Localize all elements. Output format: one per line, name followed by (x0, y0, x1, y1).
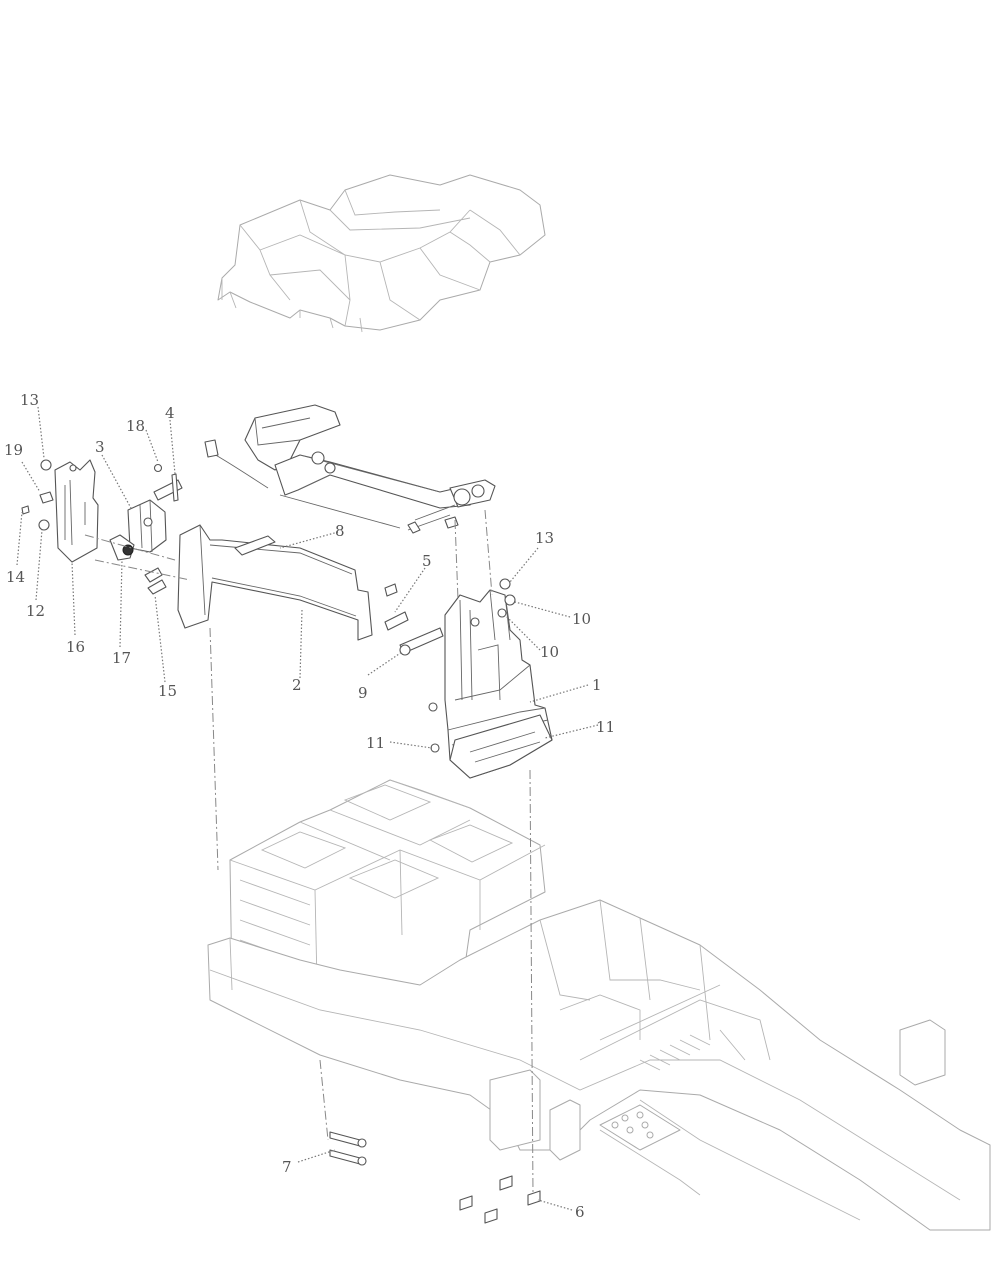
hardware-pins (384, 583, 444, 656)
pedal-linkage-assembly (204, 404, 496, 534)
callout-9: 9 (358, 684, 368, 702)
callout-11a: 11 (366, 734, 385, 752)
callout-7: 7 (282, 1158, 292, 1176)
callout-15: 15 (158, 682, 177, 700)
callout-13b: 13 (535, 529, 554, 547)
callout-labels: 1 2 3 4 5 6 7 8 9 10 10 11 11 12 13 13 1… (4, 391, 615, 1221)
body-panel (217, 174, 546, 333)
seat-support-arm (177, 524, 373, 641)
callout-14: 14 (6, 568, 25, 586)
callout-10a: 10 (572, 610, 591, 628)
assembly-lines (84, 509, 534, 1196)
callout-11b: 11 (596, 718, 615, 736)
callout-12: 12 (26, 602, 45, 620)
leader-lines (16, 406, 599, 1211)
callout-19: 19 (4, 441, 23, 459)
bottom-hardware (329, 1131, 541, 1224)
callout-8: 8 (335, 522, 345, 540)
callout-16: 16 (66, 638, 85, 656)
callout-3: 3 (95, 438, 105, 456)
callout-13a: 13 (20, 391, 39, 409)
callout-18: 18 (126, 417, 145, 435)
chassis-frame (207, 899, 991, 1231)
callout-4: 4 (165, 404, 175, 422)
callout-1: 1 (592, 676, 602, 694)
callout-5: 5 (422, 552, 432, 570)
callout-2: 2 (292, 676, 302, 694)
latch-bracket (428, 578, 553, 779)
left-bracket-parts (21, 459, 183, 595)
callout-10b: 10 (540, 643, 559, 661)
callout-6: 6 (575, 1203, 585, 1221)
callout-17: 17 (112, 649, 131, 667)
